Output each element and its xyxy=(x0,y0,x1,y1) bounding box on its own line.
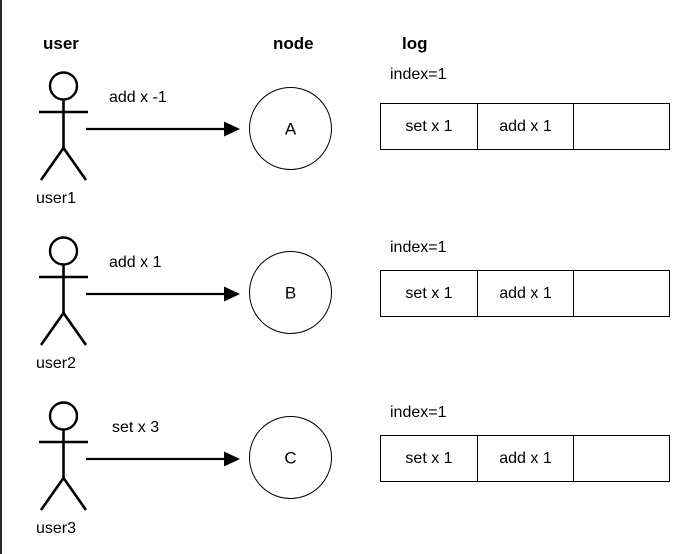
canvas-left-border xyxy=(0,0,2,554)
node-label: B xyxy=(284,283,297,302)
log-table: set x 1 add x 1 xyxy=(380,270,670,317)
node-circle: B xyxy=(249,251,332,334)
log-cell xyxy=(574,104,668,149)
log-cell xyxy=(574,436,668,481)
log-table: set x 1 add x 1 xyxy=(380,435,670,482)
edge-label: add x -1 xyxy=(109,89,167,106)
stick-figure-icon xyxy=(34,401,98,514)
actor-label: user1 xyxy=(36,190,77,207)
log-index-label: index=1 xyxy=(390,66,447,83)
log-table: set x 1 add x 1 xyxy=(380,103,670,150)
column-header-user: user xyxy=(43,34,79,53)
log-cell: add x 1 xyxy=(478,436,574,481)
arrow-icon xyxy=(84,283,244,305)
stick-figure-icon xyxy=(34,71,98,184)
node-label: C xyxy=(284,448,297,467)
actor-label: user2 xyxy=(36,355,77,372)
node-circle: A xyxy=(249,87,332,170)
log-cell: set x 1 xyxy=(381,436,478,481)
stick-figure-icon xyxy=(34,236,98,349)
log-index-label: index=1 xyxy=(390,404,447,421)
node-label: A xyxy=(284,119,297,138)
edge-label: set x 3 xyxy=(112,419,160,436)
edge-label: add x 1 xyxy=(109,254,162,271)
actor-label: user3 xyxy=(36,520,77,537)
arrow-icon xyxy=(84,448,244,470)
log-cell: set x 1 xyxy=(381,104,478,149)
arrow-icon xyxy=(84,118,244,140)
log-index-label: index=1 xyxy=(390,239,447,256)
log-cell xyxy=(574,271,668,316)
log-cell: set x 1 xyxy=(381,271,478,316)
log-cell: add x 1 xyxy=(478,271,574,316)
node-circle: C xyxy=(249,416,332,499)
column-header-node: node xyxy=(273,34,314,53)
column-header-log: log xyxy=(402,34,428,53)
log-cell: add x 1 xyxy=(478,104,574,149)
